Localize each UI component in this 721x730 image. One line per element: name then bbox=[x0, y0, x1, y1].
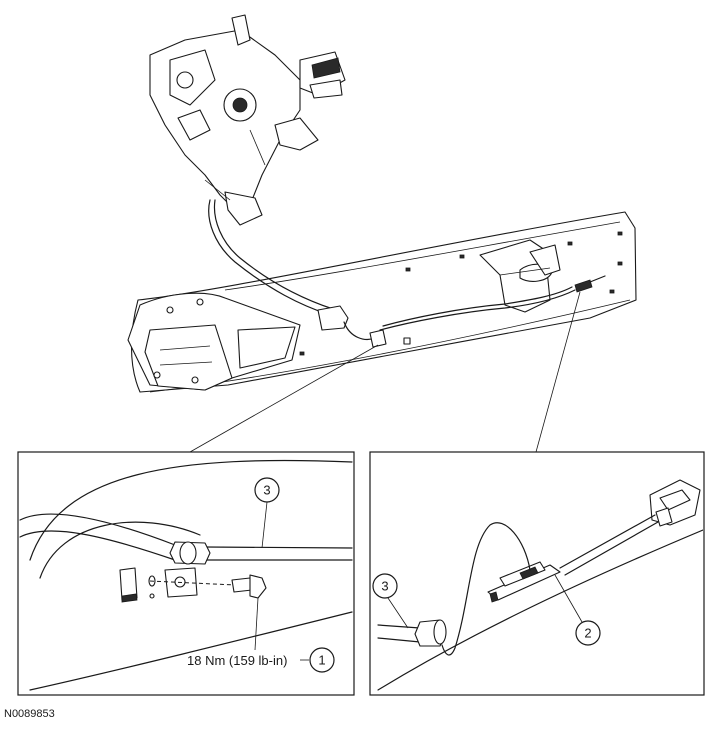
callout-3-right: 3 bbox=[381, 579, 388, 594]
leader-line-left bbox=[189, 344, 379, 453]
cable-grommet bbox=[317, 305, 349, 331]
bolt bbox=[231, 577, 253, 593]
front-cable-upper bbox=[208, 199, 331, 316]
torque-specification: 18 Nm (159 lb-in) bbox=[187, 653, 287, 668]
parking-brake-pedal-assembly bbox=[149, 14, 346, 226]
callout-1-circle bbox=[309, 647, 335, 673]
callout-2: 2 bbox=[584, 626, 591, 641]
callout-1: 1 bbox=[318, 653, 325, 668]
rear-cable-run bbox=[379, 289, 576, 331]
detail-box-left: 3 18 Nm (159 lb-in) 1 bbox=[17, 451, 355, 696]
cable-clip-left bbox=[369, 329, 387, 348]
panel-holes bbox=[299, 231, 623, 356]
bracket-holes bbox=[153, 298, 204, 384]
callout-3-left: 3 bbox=[263, 483, 270, 498]
figure-id: N0089853 bbox=[4, 708, 55, 720]
cable-loop bbox=[441, 522, 531, 656]
callout-2-circle bbox=[575, 620, 601, 646]
cable-connector-right bbox=[574, 279, 593, 293]
leader-line-right bbox=[535, 291, 581, 453]
callout-3-left-circle bbox=[254, 477, 280, 503]
detail-box-right: 3 2 bbox=[369, 451, 705, 696]
cable-section-right bbox=[377, 624, 421, 629]
vehicle-underbody-overview bbox=[127, 14, 637, 393]
callout-3-right-circle bbox=[372, 573, 398, 599]
cable-section-left bbox=[19, 513, 176, 546]
center-bracket bbox=[479, 239, 551, 313]
